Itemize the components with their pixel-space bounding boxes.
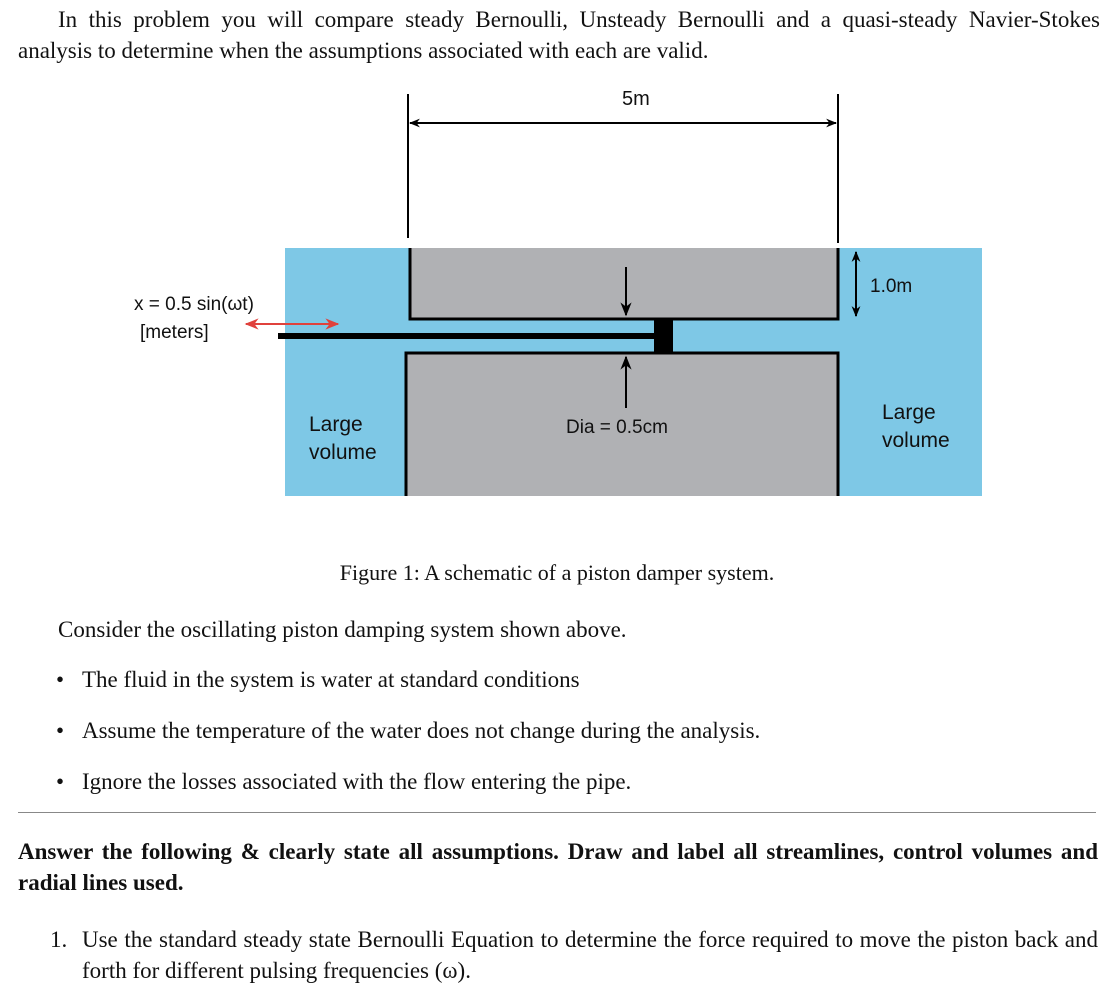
diameter-label: Dia = 0.5cm [566, 417, 668, 438]
list-item: • The fluid in the system is water at sta… [56, 666, 760, 717]
list-item: • Ignore the losses associated with the f… [56, 768, 760, 819]
list-item-text: The fluid in the system is water at stan… [82, 667, 580, 692]
piston [654, 319, 673, 353]
bullet-icon: • [56, 718, 65, 743]
figure-caption-text: Figure 1: A schematic of a piston damper… [339, 560, 775, 585]
horizontal-rule [18, 812, 1096, 813]
left-volume-label-line1: Large [309, 413, 363, 436]
list-item: • Assume the temperature of the water doe… [56, 717, 760, 768]
bullet-icon: • [56, 667, 65, 692]
consider-paragraph: Consider the oscillating piston damping … [58, 617, 627, 642]
question-list: 1. Use the standard steady state Bernoul… [50, 924, 1098, 986]
right-volume-label-line2: volume [882, 429, 950, 452]
intro-paragraph: In this problem you will compare steady … [18, 7, 1100, 63]
question-text: Use the standard steady state Bernoulli … [82, 927, 1098, 983]
height-label: 1.0m [870, 276, 912, 297]
lower-pipe-wall [404, 351, 840, 496]
right-volume-label-line1: Large [882, 401, 936, 424]
upper-block [410, 248, 838, 319]
lower-block [406, 353, 838, 496]
left-volume-label-line2: volume [309, 441, 377, 464]
assumption-list: • The fluid in the system is water at sta… [56, 666, 760, 819]
motion-label-line1: x = 0.5 sin(ωt) [134, 294, 254, 315]
list-item-text: Assume the temperature of the water does… [82, 718, 761, 743]
question-item: 1. Use the standard steady state Bernoul… [50, 924, 1098, 986]
list-item-text: Ignore the losses associated with the fl… [82, 769, 632, 794]
bullet-icon: • [56, 769, 65, 794]
piston-rod [278, 333, 656, 339]
piston-damper-figure: 5m 1.0m x = 0.5 sin(ωt) [meters] Dia = 0… [134, 88, 982, 496]
question-number: 1. [50, 927, 68, 952]
motion-label-line2: [meters] [140, 322, 209, 343]
answer-heading: Answer the following & clearly state all… [18, 839, 1098, 895]
figure-caption: Figure 1: A schematic of a piston damper… [0, 560, 1118, 586]
upper-pipe-wall [408, 248, 840, 321]
length-label: 5m [622, 88, 650, 110]
